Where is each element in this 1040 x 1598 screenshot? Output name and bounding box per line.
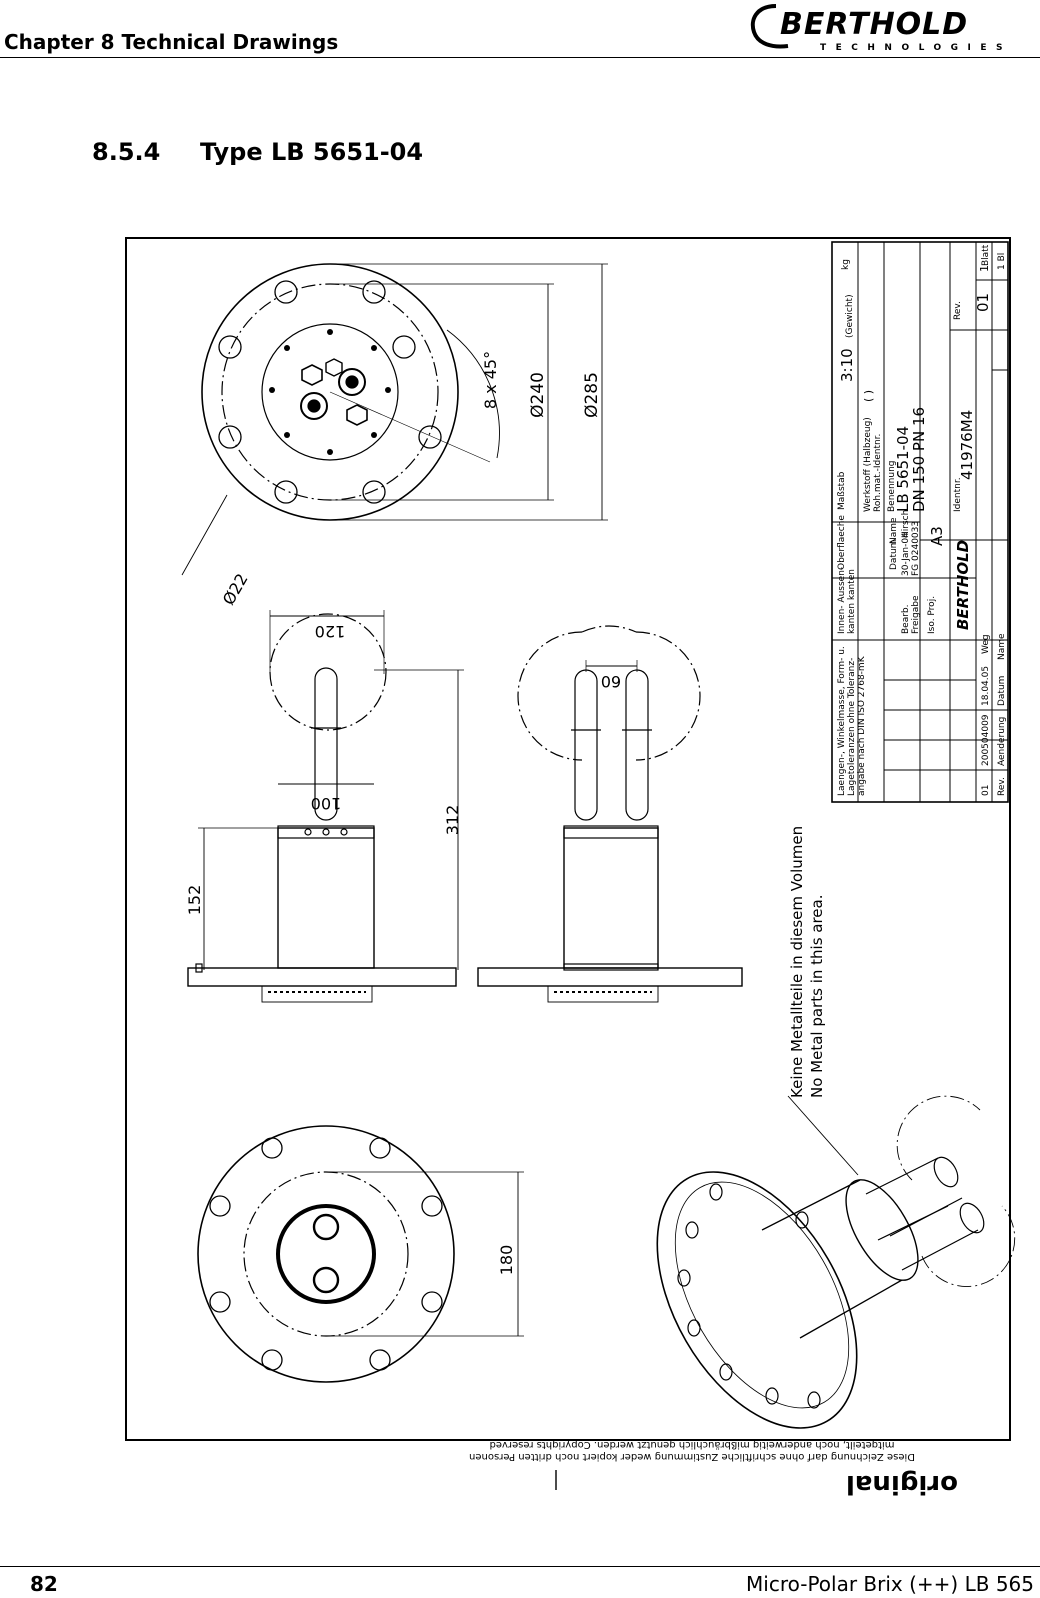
tb-identnr: 41976M4 (958, 410, 976, 480)
tb-oberflaeche: Oberflaeche (837, 515, 847, 570)
page-header: Chapter 8 Technical Drawings BERTHOLD TE… (0, 0, 1040, 58)
isometric-view (656, 1095, 1016, 1429)
tb-col-datum: Datum (997, 676, 1007, 706)
tb-innen: Innen- Aussen- (837, 567, 847, 634)
dim-w120: 120 (315, 622, 346, 641)
dim-h152: 152 (185, 885, 204, 916)
tb-col-name: Name (997, 633, 1007, 660)
technical-drawing: Ø285 Ø240 8 x 45° Ø22 120 100 312 152 (125, 237, 1016, 1499)
dim-d240: Ø240 (528, 372, 548, 418)
dim-w100: 100 (311, 794, 342, 813)
flange-top-view (181, 263, 608, 576)
tb-bearb-name: Hirsch (901, 510, 911, 538)
dim-h180: 180 (497, 1245, 516, 1276)
tb-rev-label: Rev. (953, 301, 963, 320)
dim-holes: 8 x 45° (481, 351, 500, 409)
page-footer: 82 Micro-Polar Brix (++) LB 565 (0, 1566, 1040, 1598)
tb-col-rev: Rev. (997, 777, 1007, 796)
tb-freigabe-val: FG 0240033 (911, 521, 921, 576)
tb-masstab: 3:10 (838, 348, 856, 382)
tb-freigabe: Freigabe (911, 595, 921, 634)
side-view-left (187, 610, 464, 1003)
tb-rev-row-date: 18.04.05 (981, 666, 991, 706)
tb-kanten: kanten kanten (847, 569, 857, 634)
tb-benennung-label: Benennung (887, 461, 897, 512)
berthold-logo: BERTHOLD TECHNOLOGIES (750, 4, 1012, 53)
tb-col-aenderung: Aenderung (997, 717, 1007, 766)
tb-bearb: Bearb. (901, 604, 911, 634)
tb-masstab-label: Maßstab (837, 471, 847, 510)
side-view-right (477, 625, 743, 1003)
tb-benennung2: DN 150 PN 16 (910, 407, 928, 512)
section-heading: 8.5.4 Type LB 5651-04 (92, 138, 423, 166)
tb-benennung1: LB 5651-04 (894, 426, 912, 512)
tb-tol3: angabe nach DIN ISO 2768-mK (857, 655, 867, 796)
tb-blatt: 1 (978, 265, 991, 272)
tb-name: Name (889, 517, 899, 544)
tb-werkstoff: Werkstoff (Halbzeug) (863, 417, 873, 512)
copyright-line1: Diese Zeichnung darf ohne schriftliche Z… (469, 1451, 915, 1462)
dim-d22: Ø22 (219, 570, 252, 608)
svg-text:BERTHOLD: BERTHOLD (780, 7, 968, 42)
page-number: 82 (30, 1572, 58, 1596)
tb-rev-row-rev: 01 (981, 785, 991, 796)
tb-rev: 01 (974, 293, 992, 312)
footer-rule (0, 1566, 1040, 1567)
tb-bl: 1 Bl (997, 253, 1007, 270)
tb-datum: Datum (889, 540, 899, 570)
note-en: No Metal parts in this area. (808, 895, 826, 1099)
original-stamp: original (846, 1469, 958, 1499)
section-number: 8.5.4 (92, 138, 161, 166)
tb-blatt-label: Blatt (981, 244, 991, 266)
dim-w60: 60 (601, 672, 621, 691)
header-rule (0, 57, 1040, 58)
svg-text:TECHNOLOGIES: TECHNOLOGIES (820, 43, 1012, 53)
tb-parens: ( ) (862, 390, 875, 402)
tb-rohmat: Roh.mat.-Identnr. (873, 434, 883, 512)
tb-rev-row-change: 200504009 (981, 714, 991, 766)
dim-d285: Ø285 (582, 372, 602, 418)
dim-h312: 312 (443, 805, 462, 836)
product-name: Micro-Polar Brix (++) LB 565 (746, 1572, 1034, 1596)
section-title-text: Type LB 5651-04 (200, 138, 424, 166)
flange-bottom-view (197, 1125, 524, 1383)
copyright-line2: mitgeteilt, noch anderweitig mißbräuchli… (490, 1439, 895, 1450)
tb-rev-row-name: Weg (981, 634, 991, 654)
tb-kg: kg (841, 259, 851, 270)
note-de: Keine Metallteile in diesem Volumen (788, 826, 806, 1098)
tb-tol1: Laengen-, Winkelmasse, Form- u. (837, 646, 847, 796)
tb-iso: Iso. Proj. (927, 596, 937, 634)
tb-bearb-date: 30-Jan-04 (901, 532, 911, 576)
title-block-text: Maßstab 3:10 (Gewicht) kg Werkstoff (Hal… (837, 244, 1007, 796)
tb-logo: BERTHOLD (954, 540, 972, 630)
tb-tol2: Lagetoleranzen ohne Toleranz- (847, 658, 857, 796)
tb-identnr-label: Identnr. (953, 477, 963, 512)
chapter-title: Chapter 8 Technical Drawings (4, 30, 339, 54)
tb-format: A3 (928, 526, 946, 546)
title-block (831, 241, 1009, 803)
tb-gewicht: (Gewicht) (845, 294, 855, 338)
